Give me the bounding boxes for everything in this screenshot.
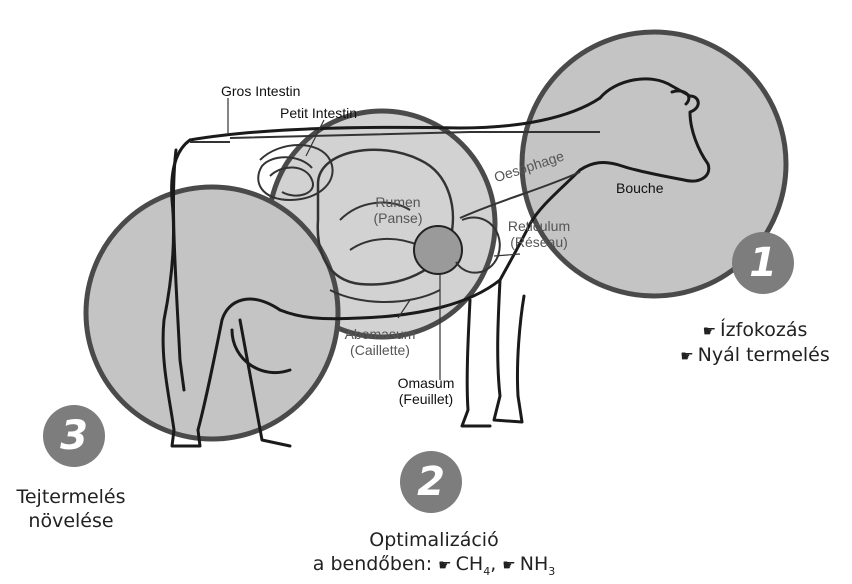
callout-two-ch: CH	[456, 553, 484, 575]
badge-two: 2	[400, 451, 462, 513]
badge-three: 3	[43, 405, 105, 467]
thumbs-up-icon: ☛	[680, 347, 693, 365]
label-petit-intestin: Petit Intestin	[280, 105, 357, 121]
callout-two-line2: a bendőben: ☛CH4, ☛NH3	[284, 552, 584, 584]
callout-one-text2: Nyál termelés	[698, 344, 830, 366]
callout-one-line2: ☛ Nyál termelés	[660, 343, 850, 368]
callout-two-sep: ,	[490, 553, 496, 575]
callout-one-text1: Ízfokozás	[720, 319, 807, 341]
label-abomasum-name: Abomasum	[345, 326, 416, 342]
badge-one: 1	[732, 232, 794, 294]
label-rumen: Rumen (Panse)	[368, 194, 428, 226]
callout-two-nh: NH	[520, 553, 549, 575]
callout-one: ☛Ízfokozás ☛Nyál termelés	[660, 318, 850, 368]
callout-three-line1: Tejtermelés	[6, 485, 136, 509]
thumbs-up-icon: ☛	[438, 556, 451, 574]
callout-three-line2: növelése	[6, 509, 136, 533]
callout-one-line1: ☛Ízfokozás	[660, 318, 850, 343]
label-rumen-name: Rumen	[375, 194, 420, 210]
thumbs-up-icon: ☛	[502, 556, 515, 574]
label-abomasum: Abomasum (Caillette)	[336, 326, 424, 358]
label-omasum-fr: (Feuillet)	[399, 391, 453, 407]
omasum-organ	[414, 226, 462, 274]
label-reticulum-fr: (Réseau)	[510, 234, 568, 250]
label-gros-intestin: Gros Intestin	[221, 83, 300, 99]
magnifier-circle-udder	[86, 187, 338, 439]
label-abomasum-fr: (Caillette)	[350, 342, 410, 358]
label-rumen-fr: (Panse)	[373, 210, 422, 226]
label-reticulum: Reticulum (Réseau)	[498, 218, 580, 250]
label-bouche: Bouche	[616, 180, 663, 196]
callout-two-line1: Optimalizáció	[284, 528, 584, 552]
label-omasum: Omasum (Feuillet)	[388, 375, 464, 407]
label-reticulum-name: Reticulum	[508, 218, 570, 234]
callout-two-prefix: a bendőben:	[313, 553, 432, 575]
callout-two: Optimalizáció a bendőben: ☛CH4, ☛NH3	[284, 528, 584, 584]
callout-two-nh-sub: 3	[548, 565, 555, 578]
label-omasum-name: Omasum	[398, 375, 455, 391]
callout-three: Tejtermelés növelése	[6, 485, 136, 533]
thumbs-up-icon: ☛	[703, 322, 716, 340]
